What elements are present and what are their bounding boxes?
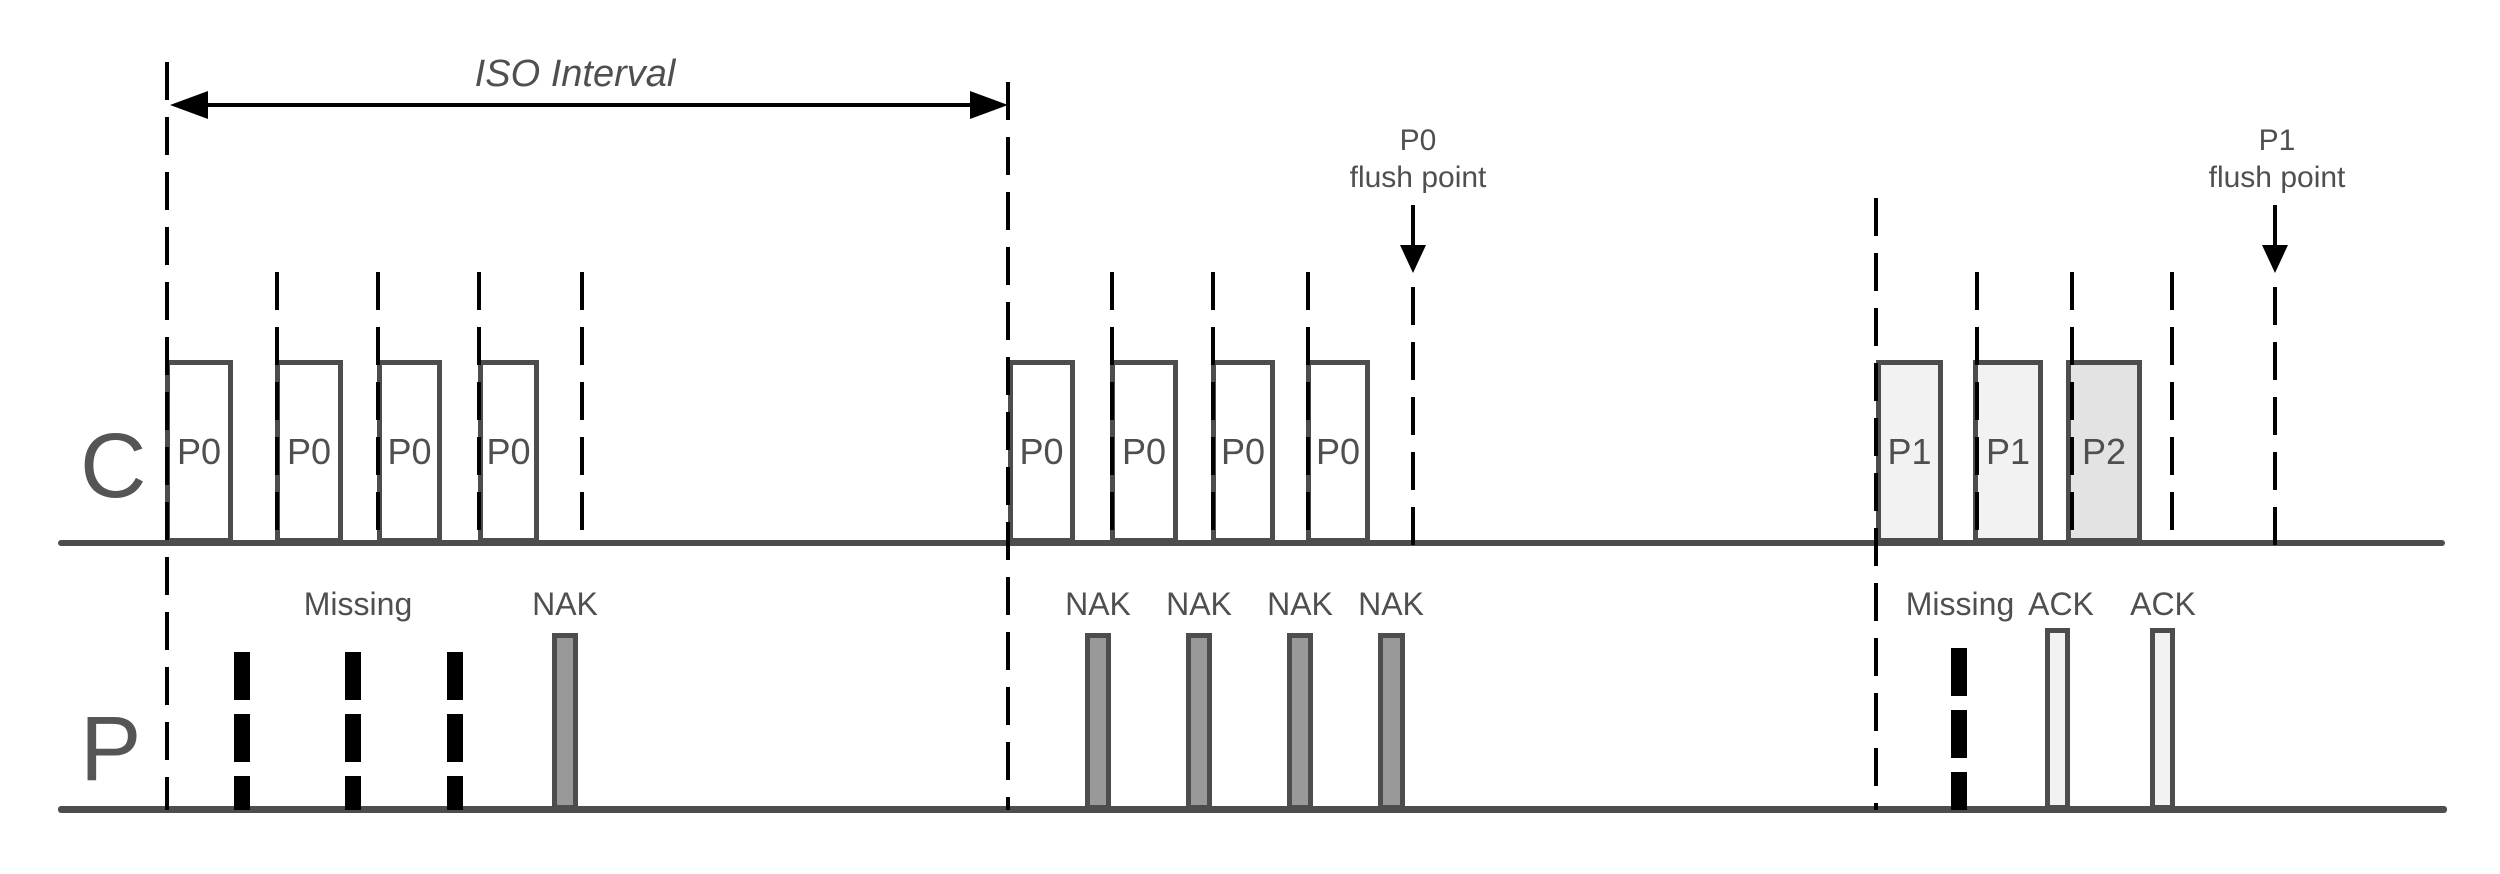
missing-bar xyxy=(345,652,361,810)
packet-label: P2 xyxy=(2081,430,2127,472)
packet-label: P0 xyxy=(1019,430,1064,472)
nak-bar xyxy=(1287,633,1313,810)
iso-interval-arrow xyxy=(170,91,1008,119)
iso-boundary-line xyxy=(1874,198,1878,810)
response-label: NAK xyxy=(1166,586,1232,622)
peripheral-lane-label: P xyxy=(80,698,142,800)
subevent-boundary-line xyxy=(376,272,380,545)
central-lane-label: C xyxy=(80,415,147,517)
iso-boundary-line xyxy=(165,62,169,810)
nak-bar xyxy=(1186,633,1212,810)
nak-bar xyxy=(552,633,578,810)
response-label: NAK xyxy=(532,586,598,622)
flush-point-label: P1 flush point xyxy=(2209,122,2346,196)
packet-box: P0 xyxy=(478,360,539,543)
packet-label: P0 xyxy=(286,430,332,472)
packet-label: P0 xyxy=(1220,430,1266,472)
flush-point-title: P0 xyxy=(1399,124,1437,157)
ack-bar xyxy=(2150,628,2175,810)
flush-point-subtitle: flush point xyxy=(2208,161,2346,194)
packet-box: P0 xyxy=(165,360,233,543)
response-label: Missing xyxy=(1905,586,2015,622)
flush-point-title: P1 xyxy=(2258,124,2296,157)
packet-box: P0 xyxy=(377,360,442,543)
subevent-boundary-line xyxy=(477,272,481,545)
response-label: NAK xyxy=(1065,586,1131,622)
subevent-boundary-line xyxy=(2070,272,2074,545)
packet-label: P1 xyxy=(1887,430,1932,472)
subevent-boundary-line xyxy=(1975,272,1979,545)
nak-bar xyxy=(1378,633,1405,810)
packet-label: P0 xyxy=(486,430,531,472)
response-label: ACK xyxy=(2130,586,2196,622)
packet-label: P0 xyxy=(1315,430,1361,472)
packet-box: P1 xyxy=(1876,360,1943,543)
subevent-boundary-line xyxy=(580,272,584,545)
iso-interval-label: ISO Interval xyxy=(474,53,676,95)
flush-point-subtitle: flush point xyxy=(1349,161,1487,194)
packet-label: P0 xyxy=(387,430,432,472)
subevent-boundary-line xyxy=(1110,272,1114,545)
response-label: NAK xyxy=(1267,586,1333,622)
packet-box: P0 xyxy=(1110,360,1178,543)
flush-point-label: P0 flush point xyxy=(1350,122,1487,196)
packet-box: P0 xyxy=(1306,360,1370,543)
flush-point-down-arrow xyxy=(1400,205,1426,273)
central-timeline xyxy=(58,540,2445,546)
packet-box: P0 xyxy=(1211,360,1275,543)
flush-point-line xyxy=(2273,287,2277,545)
nak-bar xyxy=(1085,633,1111,810)
subevent-boundary-line xyxy=(275,272,279,545)
ack-bar xyxy=(2045,628,2070,810)
subevent-boundary-line xyxy=(1306,272,1310,545)
packet-label: P0 xyxy=(176,430,222,472)
subevent-boundary-line xyxy=(1211,272,1215,545)
missing-bar xyxy=(447,652,463,810)
packet-label: P1 xyxy=(1985,430,2031,472)
flush-point-line xyxy=(1411,287,1415,545)
peripheral-timeline xyxy=(58,806,2447,813)
response-label: NAK xyxy=(1358,586,1424,622)
response-label: ACK xyxy=(2028,586,2094,622)
packet-box: P0 xyxy=(1008,360,1075,543)
missing-bar xyxy=(234,652,250,810)
subevent-boundary-line xyxy=(2170,272,2174,545)
packet-label: P0 xyxy=(1121,430,1167,472)
packet-box: P1 xyxy=(1973,360,2043,543)
missing-bar xyxy=(1951,648,1967,810)
flush-point-down-arrow xyxy=(2262,205,2288,273)
packet-box: P0 xyxy=(275,360,343,543)
iso-boundary-line xyxy=(1006,82,1010,810)
response-label: Missing xyxy=(303,586,413,622)
packet-box: P2 xyxy=(2066,360,2142,543)
